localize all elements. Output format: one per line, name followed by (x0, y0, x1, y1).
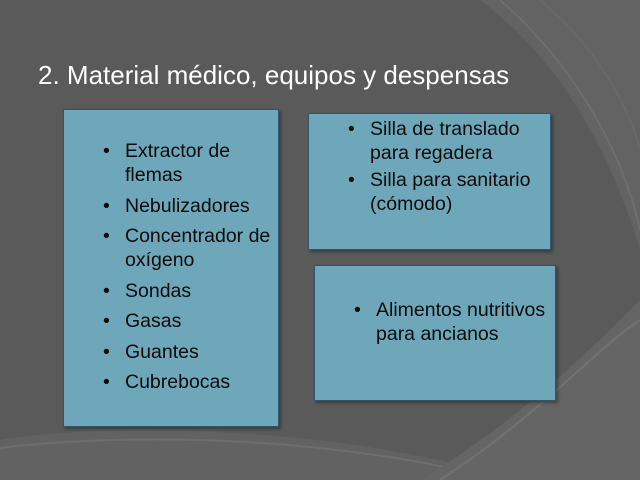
list-item: Guantes (103, 340, 273, 364)
chairs-list: Silla de translado para regadera Silla p… (348, 117, 548, 219)
list-item: Nebulizadores (103, 194, 273, 218)
list-item: Gasas (103, 309, 273, 333)
slide-title: 2. Material médico, equipos y despensas (38, 60, 510, 90)
chairs-list-box: Silla de translado para regadera Silla p… (308, 113, 551, 250)
food-list: Alimentos nutritivos para ancianos (354, 298, 549, 346)
list-item: Cubrebocas (103, 370, 273, 394)
food-list-box: Alimentos nutritivos para ancianos (314, 265, 556, 401)
list-item: Sondas (103, 279, 273, 303)
list-item: Concentrador de oxígeno (103, 224, 273, 272)
list-item: Silla de translado para regadera (348, 117, 548, 165)
equipment-list-box: Extractor de flemas Nebulizadores Concen… (63, 109, 279, 427)
equipment-list: Extractor de flemas Nebulizadores Concen… (103, 139, 273, 401)
list-item: Extractor de flemas (103, 139, 273, 187)
list-item: Silla para sanitario (cómodo) (348, 168, 548, 216)
list-item: Alimentos nutritivos para ancianos (354, 298, 549, 346)
